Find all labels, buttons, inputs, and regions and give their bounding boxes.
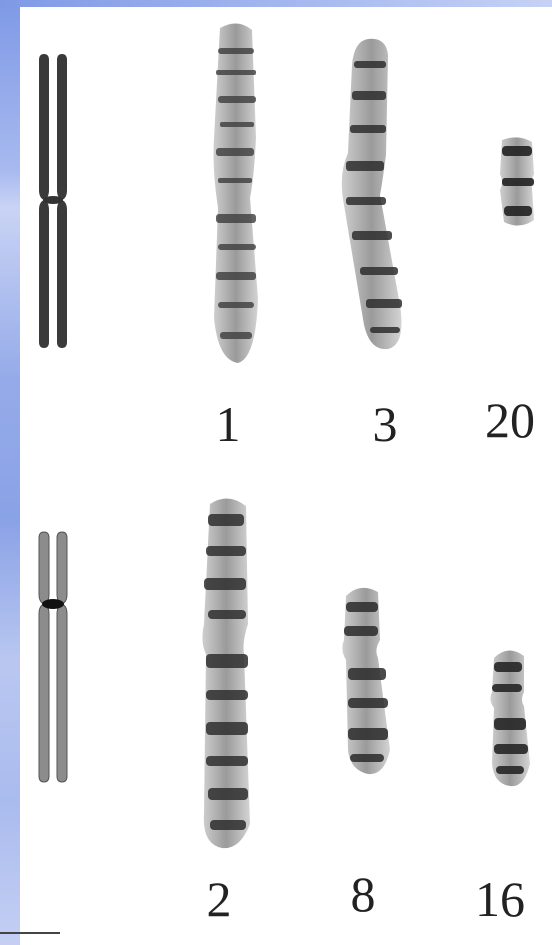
decorative-side-band <box>0 0 20 945</box>
chromosome-label-16: 16 <box>475 874 525 924</box>
chromosome-3-image <box>330 35 415 355</box>
chromosome-8-image <box>328 580 408 780</box>
chromosome-1-image <box>200 18 275 368</box>
chromosome-label-3: 3 <box>373 399 398 449</box>
centromere-dot <box>42 599 64 609</box>
chromosome-16-image <box>478 644 548 789</box>
metacentric-schematic <box>30 52 76 352</box>
chromosome-2-image <box>188 494 268 854</box>
chromosome-label-8: 8 <box>351 869 376 919</box>
decorative-top-band <box>0 0 552 7</box>
chromosome-label-20: 20 <box>485 395 535 445</box>
bottom-rule <box>0 932 60 934</box>
karyotype-panel <box>20 7 552 945</box>
submetacentric-schematic <box>30 530 76 786</box>
chromosome-20-image <box>490 134 545 234</box>
chromosome-label-2: 2 <box>207 874 232 924</box>
chromosome-label-1: 1 <box>216 399 241 449</box>
